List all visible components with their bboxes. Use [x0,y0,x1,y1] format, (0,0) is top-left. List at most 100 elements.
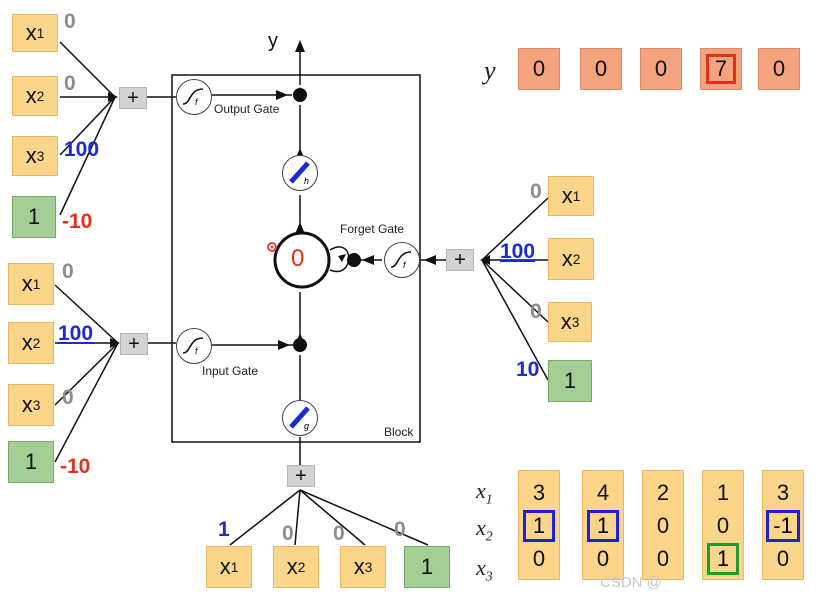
ig-input-bias: 1 [8,441,54,483]
seq-cell-2-x3: 0 [656,546,670,571]
seq-cell-0-x1: 3 [532,480,546,505]
fg-x2-label: x [561,246,573,271]
output-multiply-dot [293,88,307,102]
ig-x2-sub: 2 [32,335,41,351]
og-input-bias: 1 [12,196,56,238]
seq-cell-4-x2: -1 [766,510,800,542]
forget-multiply-dot [347,253,361,267]
g-weight-x3: 0 [333,522,345,545]
og-x2-sub: 2 [36,88,45,104]
og-weight-x2: 0 [64,72,76,95]
input-gate-sigmoid-icon: f [176,328,212,364]
g-x2-sub: 2 [297,559,306,575]
seq-cell-0-x2: 1 [523,510,555,542]
seq-cell-0-x3: 0 [532,546,546,571]
ig-sum-node: + [120,333,148,355]
input-gate-label: Input Gate [202,364,259,378]
fg-x2-sub: 2 [572,251,581,267]
memory-cursor-dot [267,242,277,252]
memory-cell-value: 0 [291,245,305,272]
fg-weight-x3: 0 [530,300,542,323]
g-sum-node: + [287,465,315,487]
fg-input-bias: 1 [548,360,592,402]
block-label: Block [384,425,414,439]
y-cell-3: 7 [700,48,742,90]
y-arrow-label: y [268,30,278,52]
seq-cell-1-x2: 1 [587,510,619,542]
fg-x3-sub: 3 [571,314,580,330]
y-cell-3-highlight: 7 [706,54,736,84]
og-weight-x1: 0 [64,10,76,33]
ig-weight-x2: 100 [58,322,94,345]
ig-weight-x3: 0 [62,386,74,409]
fg-x1-label: x [561,183,573,208]
seq-cell-3-x1: 1 [716,480,730,505]
fg-sum-node: + [446,249,474,271]
lstm-block-frame [171,74,421,443]
svg-text:f: f [403,260,407,270]
og-weight-x3: 100 [64,138,100,161]
svg-text:f: f [195,97,199,107]
y-cell-0: 0 [518,48,560,90]
seq-row-label-x1-sub: 1 [485,491,493,507]
ig-weight-bias: -10 [60,455,91,478]
seq-row-label-x3: x3 [476,555,493,584]
svg-text:h: h [304,176,309,186]
g-weight-x1: 1 [218,518,230,541]
seq-row-label-x2-sub: 2 [485,528,493,544]
output-gate-label: Output Gate [214,102,280,116]
y-cell-2: 0 [640,48,682,90]
g-weight-bias: 0 [394,518,406,541]
g-x1-label: x [219,554,231,579]
ig-x3-sub: 3 [32,397,41,413]
g-activation-icon: g [282,400,318,436]
seq-row-label-x1-text: x [476,478,486,503]
ig-x1-label: x [21,271,33,296]
ig-weight-x1: 0 [62,260,74,283]
og-weight-bias: -10 [62,210,93,233]
fg-weight-x1: 0 [530,180,542,203]
seq-cell-2-x2: 0 [656,513,670,538]
seq-cell-4-x1: 3 [776,480,790,505]
og-x3-label: x [25,143,37,168]
seq-row-label-x3-sub: 3 [485,568,493,584]
y-cell-4: 0 [758,48,800,90]
g-input-bias: 1 [404,546,450,588]
g-x2-label: x [286,554,298,579]
fg-weight-x2: 100 [500,240,536,263]
memory-cell-circle [273,231,331,289]
ig-x2-label: x [21,330,33,355]
input-multiply-dot [293,338,307,352]
g-x1-sub: 1 [230,559,239,575]
seq-column-2 [642,470,684,580]
g-weight-x2: 0 [282,522,294,545]
svg-text:f: f [195,346,199,356]
watermark: CSDN @ [600,574,662,591]
forget-gate-label: Forget Gate [340,222,405,236]
seq-row-label-x3-text: x [476,555,486,580]
seq-cell-2-x1: 2 [656,480,670,505]
fg-weight-bias: 10 [516,358,540,381]
og-sum-node: + [119,87,147,109]
seq-cell-1-x3: 0 [596,546,610,571]
ig-x1-sub: 1 [32,276,41,292]
g-x3-sub: 3 [364,559,373,575]
seq-cell-3-x2: 0 [716,513,730,538]
og-x1-label: x [25,20,37,45]
seq-cell-3-x3: 1 [707,543,739,575]
og-x3-sub: 3 [36,148,45,164]
seq-row-label-x2-text: x [476,515,486,540]
forget-gate-sigmoid-icon: f [384,242,420,278]
og-x1-sub: 1 [36,25,45,41]
fg-x1-sub: 1 [572,188,581,204]
